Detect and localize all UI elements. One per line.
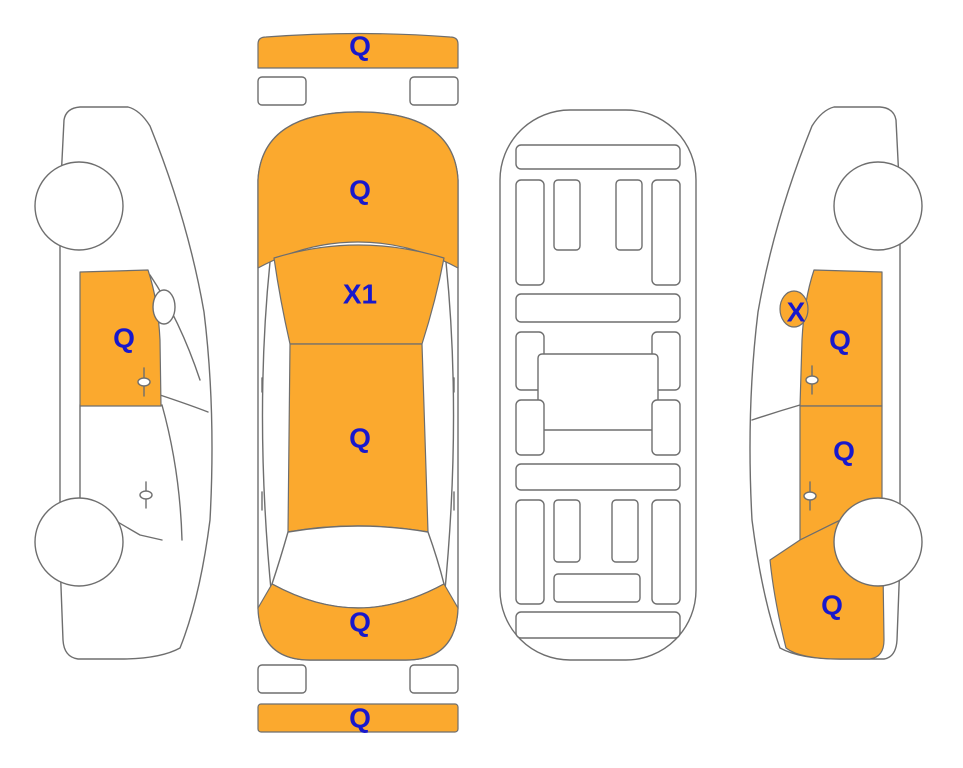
underside-rear-right-inner (611, 499, 639, 563)
top-front-bumper-mark: Q (349, 31, 371, 62)
right-side-mirror[interactable] (779, 290, 809, 328)
top-trunk-mark: Q (349, 607, 371, 638)
top-front-bumper[interactable] (257, 32, 459, 69)
top-windshield[interactable] (273, 244, 445, 345)
underside-front-right-rail (651, 179, 681, 286)
right-side-quarter-panel-mark: Q (821, 590, 843, 621)
underside-front-left-rail (515, 179, 545, 286)
underside-view (499, 109, 697, 661)
left-side-front-wheel-icon (34, 161, 124, 251)
top-right-taillight-icon (409, 664, 459, 694)
left-side-rear-wheel-icon (34, 497, 124, 587)
underside-front-right-inner (615, 179, 643, 251)
right-side-view: X Q Q Q (749, 106, 923, 660)
right-side-door-rear-mark: Q (833, 436, 855, 467)
right-side-rear-door-handle-icon (803, 481, 817, 511)
top-view: Q Q X1 Q Q Q (257, 31, 459, 734)
top-hood[interactable] (257, 111, 459, 269)
left-side-door-handle-icon (137, 367, 151, 397)
underside-rear-left-inner (553, 499, 581, 563)
underside-center-panel (537, 353, 659, 431)
left-side-door-front-mark: Q (113, 323, 135, 354)
underside-front-bar (515, 144, 681, 170)
right-side-rear-wheel-icon (833, 497, 923, 587)
right-side-door-front-mark: Q (829, 325, 851, 356)
right-side-mirror-mark: X (787, 297, 806, 328)
underside-cross-member-2 (515, 463, 681, 491)
top-roof-mark: Q (349, 423, 371, 454)
underside-mid-right-rail-2 (651, 399, 681, 456)
top-hood-mark: Q (349, 175, 371, 206)
top-left-headlight-icon (257, 76, 307, 106)
underside-rear-bar (515, 611, 681, 639)
right-side-door-handle-icon (805, 365, 819, 395)
left-side-rear-glass (161, 404, 183, 541)
top-trunk[interactable] (257, 583, 459, 661)
left-side-view: Q (34, 106, 213, 660)
underside-rear-center (553, 573, 641, 603)
top-right-headlight-icon (409, 76, 459, 106)
underside-front-left-inner (553, 179, 581, 251)
underside-mid-left-rail-2 (515, 399, 545, 456)
top-windshield-mark: X1 (343, 279, 377, 310)
top-left-side-line (261, 261, 273, 601)
underside-cross-member-1 (515, 293, 681, 323)
top-rear-bumper-mark: Q (349, 703, 371, 734)
top-right-side-line (443, 261, 455, 601)
underside-rear-right-rail (651, 499, 681, 605)
top-rear-bumper[interactable] (257, 703, 459, 733)
top-left-taillight-icon (257, 664, 307, 694)
left-side-rear-door-handle-icon (139, 481, 153, 509)
left-side-mirror-icon (152, 289, 176, 325)
underside-rear-left-rail (515, 499, 545, 605)
right-side-front-wheel-icon (833, 161, 923, 251)
